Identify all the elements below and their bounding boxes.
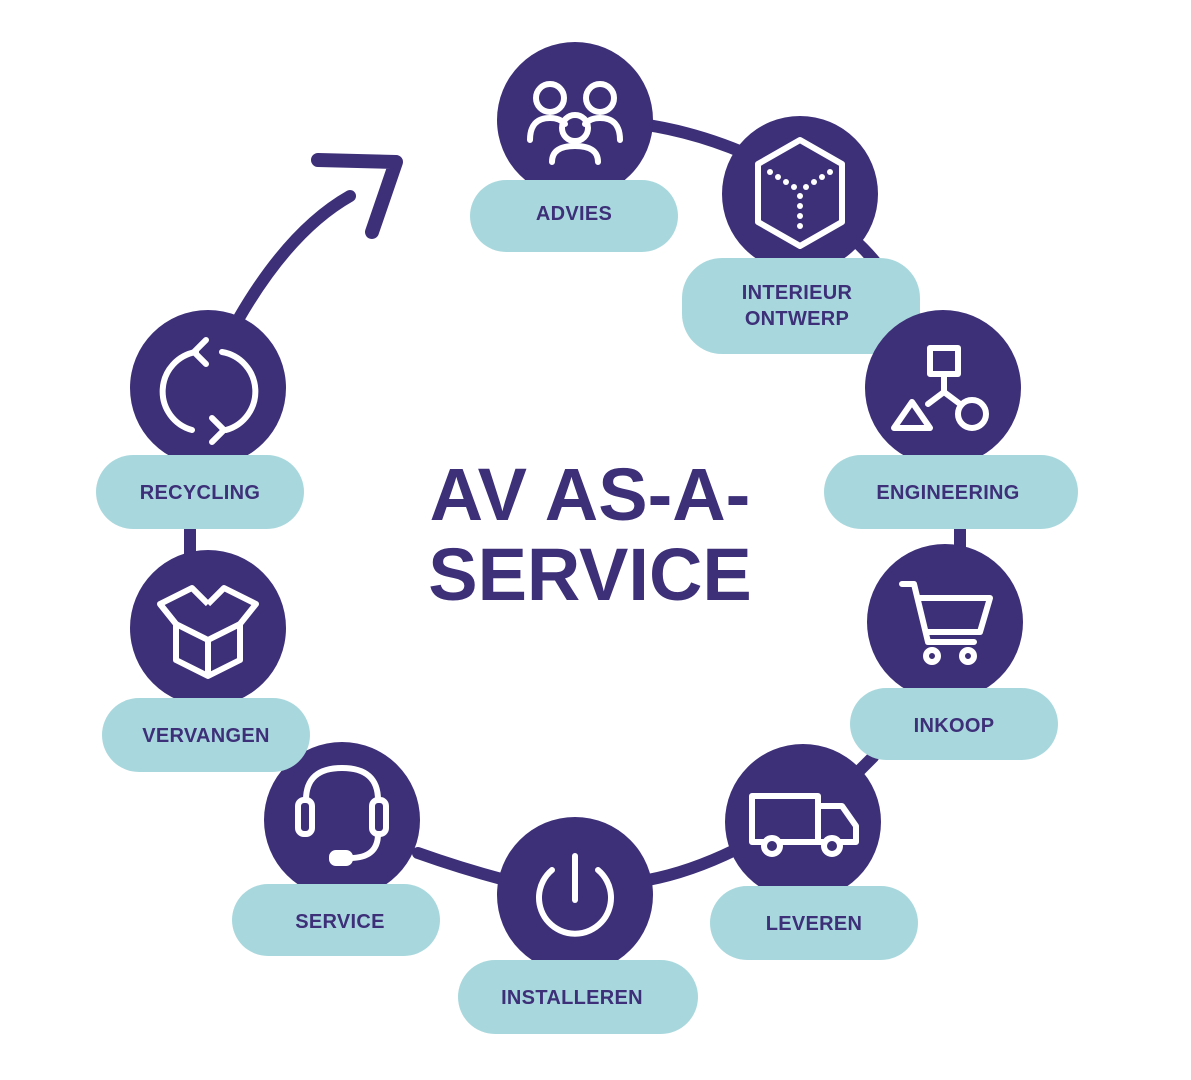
- delivery-truck-icon: [749, 793, 859, 857]
- step-advies: ADVIES: [470, 42, 678, 252]
- cycle-arrowhead-icon: [311, 153, 403, 239]
- title-line-1: AV AS-A-: [430, 453, 751, 536]
- step-installeren: INSTALLEREN: [458, 817, 698, 1034]
- step-label: RECYCLING: [140, 482, 260, 504]
- step-pill: [96, 455, 304, 529]
- step-label: INKOOP: [914, 715, 995, 737]
- step-label: SERVICE: [295, 911, 385, 933]
- step-label: VERVANGEN: [142, 725, 270, 747]
- step-vervangen: VERVANGEN: [102, 550, 310, 772]
- step-pill: [470, 180, 678, 252]
- step-circle: [264, 742, 420, 898]
- headset-icon: [295, 765, 389, 866]
- recycle-arrows-icon: [159, 337, 259, 445]
- step-pill: [458, 960, 698, 1034]
- step-circle: [867, 544, 1023, 700]
- step-pill: [710, 886, 918, 960]
- step-label: INSTALLEREN: [501, 987, 643, 1009]
- step-interieur-ontwerp: INTERIEUR ONTWERP: [682, 116, 920, 354]
- cube-inner-dots: [767, 169, 833, 229]
- step-service: SERVICE: [232, 742, 440, 956]
- step-inkoop: INKOOP: [850, 544, 1058, 760]
- power-icon: [536, 853, 614, 937]
- step-pill: [232, 884, 440, 956]
- step-circle: [130, 550, 286, 706]
- step-label-line1: INTERIEUR: [742, 282, 853, 304]
- shopping-cart-icon: [899, 581, 993, 665]
- cube-icon: [755, 137, 845, 249]
- step-pill: [850, 688, 1058, 760]
- step-engineering: ENGINEERING: [824, 310, 1078, 529]
- people-group-icon: [527, 81, 623, 165]
- shapes-diagram-icon: [891, 345, 989, 431]
- step-leveren: LEVEREN: [710, 744, 918, 960]
- step-pill: [102, 698, 310, 772]
- step-recycling: RECYCLING: [96, 310, 304, 529]
- step-label: LEVEREN: [766, 913, 863, 935]
- diagram-title: AV AS-A- SERVICE: [428, 453, 752, 616]
- title-line-2: SERVICE: [428, 533, 752, 616]
- step-label-line2: ONTWERP: [745, 308, 849, 330]
- step-pill: [682, 258, 920, 354]
- step-label: ENGINEERING: [876, 482, 1019, 504]
- step-label: ADVIES: [536, 203, 612, 225]
- step-circle: [130, 310, 286, 466]
- step-circle: [725, 744, 881, 900]
- open-box-icon: [157, 585, 259, 679]
- step-pill: [824, 455, 1078, 529]
- step-circle: [497, 42, 653, 198]
